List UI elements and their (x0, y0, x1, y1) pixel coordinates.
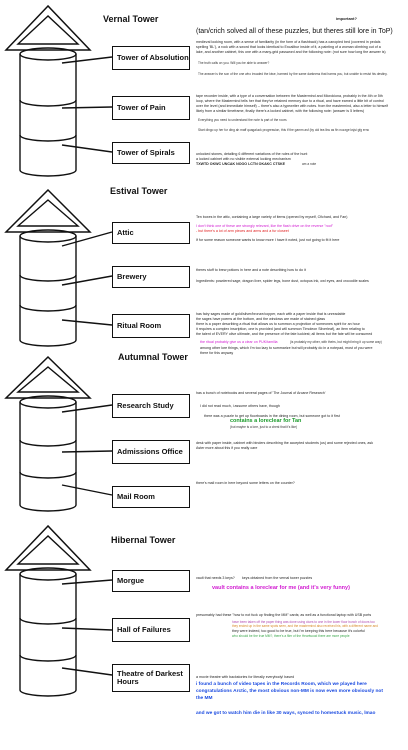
attic-red-note: - but there's a lot of arm pieces and ar… (196, 229, 289, 233)
attic-line-3: If for some reason someone wants to know… (196, 238, 340, 242)
failures-note-2: they were indeed, too good to be true, b… (232, 629, 365, 633)
room-label: Tower of Absolution (117, 52, 189, 62)
admissions-line-2: Aster more about this if you really care (196, 446, 258, 450)
ritual-line-5: the talent of EVERY olive ultimate, and … (196, 332, 373, 336)
room-admissions-office: Admissions Office (112, 440, 190, 464)
mail-note: there's mail room in here beyond some le… (196, 481, 295, 485)
research-note-3: there was a puzzle to get up floorboards… (204, 414, 340, 418)
pain-line-2: loop, where the Mastermind tells her tha… (196, 99, 384, 103)
room-ritual-room: Ritual Room (112, 314, 190, 338)
room-label: Hall of Failures (117, 624, 171, 634)
vernal-header-note: (tan/crich solved all of these puzzles, … (196, 28, 393, 35)
research-small-note: (but maybe is a lore, just to a chest th… (230, 425, 298, 429)
research-note-1: has a bunch of notebooks and several pag… (196, 391, 326, 395)
room-theatre-of-darkest-hours: Theatre of Darkest Hours (112, 664, 190, 692)
pain-line-1: tape recorder inside, with a type of a c… (196, 94, 383, 98)
room-label: Tower of Spirals (117, 147, 175, 157)
room-label: Mail Room (117, 491, 155, 501)
brewery-ingredients: Ingredients: powdered sage, dragon liver… (196, 279, 369, 283)
ritual-line-2: the sages have poems at the bottom, and … (196, 317, 326, 321)
morgue-note-1: vault that needs 3 keys? (196, 576, 235, 580)
absolution-line-2: spelling 'BL'), a rock with a sword that… (196, 45, 381, 49)
room-research-study: Research Study (112, 394, 190, 418)
room-label: Theatre of Darkest Hours (117, 668, 183, 686)
pain-line-3: over the level (and immediate himself) -… (196, 104, 389, 108)
attic-pink-note: I don't think one of these are strongly … (196, 224, 334, 228)
failures-faint-3: who should be the true MM?, there's a fl… (232, 634, 350, 638)
room-label: Admissions Office (117, 446, 183, 456)
pain-subnote-2: Start dingo up her fur ding ah maff quag… (198, 128, 370, 132)
pain-line-4: likely from a similar timeframe, finally… (196, 109, 365, 113)
room-label: Tower of Pain (117, 102, 166, 112)
research-lore-note: contains a loreclear for Tan (230, 418, 302, 424)
failures-faint-2: they ended up in the same spots seen, an… (232, 624, 378, 628)
important-note: important? (336, 16, 357, 21)
ritual-line-4: it requires a complex inscription, one i… (196, 327, 365, 331)
theatre-blue-4: and we got to watch him die in like 30 w… (196, 711, 376, 716)
autumnal-tower-shape (4, 355, 113, 512)
room-brewery: Brewery (112, 266, 190, 288)
spirals-cipher-note: am a note (302, 162, 317, 166)
ritual-line-6: among other lore things, which I'm too l… (200, 346, 373, 350)
ritual-line-3: there is a paper describing a ritual tha… (196, 322, 360, 326)
vernal-tower-title: Vernal Tower (103, 14, 159, 24)
morgue-lore-note: vault contains a loreclear for me (and i… (212, 585, 350, 591)
spirals-line-2: a locked cabinet with no visible externa… (196, 157, 291, 161)
theatre-blue-2: congratulations Arctic, the most obvious… (196, 689, 383, 694)
room-attic: Attic (112, 222, 190, 244)
brewery-note: theres stuff to brew potions in here and… (196, 268, 306, 272)
room-label: Ritual Room (117, 320, 162, 330)
ritual-pink-subnote: (is probably my other, with theirs, but … (290, 340, 382, 344)
room-tower-of-spirals: Tower of Spirals (112, 142, 190, 164)
admissions-line-1: desk with paper inside, cabinet with bin… (196, 441, 373, 445)
morgue-note-2: keys obtained from the vernal tower puzz… (242, 576, 313, 580)
estival-tower-title: Estival Tower (110, 186, 168, 196)
absolution-line-1: medieval looking room, with a sense of f… (196, 40, 381, 44)
room-hall-of-failures: Hall of Failures (112, 618, 190, 642)
room-label: Research Study (117, 400, 174, 410)
room-label: Attic (117, 227, 134, 237)
estival-tower-shape (4, 188, 113, 347)
attic-note: Ten boxes in the attic, containing a lar… (196, 215, 348, 219)
research-note-2: I did not read much, i assume others hav… (200, 404, 280, 408)
room-mail-room: Mail Room (112, 486, 190, 508)
room-tower-of-absolution: Tower of Absolution (112, 46, 190, 70)
ritual-line-7: there for this anyway (200, 351, 234, 355)
autumnal-tower-title: Autumnal Tower (118, 352, 188, 362)
failures-note: presumably had these "how to not fuck up… (196, 613, 372, 617)
spirals-line-1: unlocked stones, detailing 6 different v… (196, 152, 308, 156)
theatre-note: a movie theatre with backstories for lit… (196, 675, 295, 679)
failures-faint-1: have been taken off the paper thing was … (232, 620, 375, 624)
room-label: Brewery (117, 271, 147, 281)
pain-subnote-1: Everything you need to understand the no… (198, 118, 288, 122)
ritual-pink-note: the ritual probably give us a clear on P… (200, 340, 278, 344)
absolution-subnote-1: The truth calls on you. Will you be able… (198, 61, 270, 65)
absolution-subnote-2: The answer is the son of the one who inv… (198, 72, 388, 76)
vernal-tower-shape (4, 4, 113, 177)
absolution-line-3: lake, and another cabinet, this one with… (196, 50, 386, 54)
theatre-blue-3: the MM (196, 696, 213, 701)
theatre-blue-1: i found a bunch of video tapes in the Re… (196, 682, 367, 687)
hibernal-tower-shape (4, 524, 113, 697)
room-tower-of-pain: Tower of Pain (112, 96, 190, 120)
room-label: Morgue (117, 575, 145, 585)
hibernal-tower-title: Hibernal Tower (111, 535, 176, 545)
room-morgue: Morgue (112, 570, 190, 592)
ritual-line-1: has fairy sages made of gold/silver/bron… (196, 312, 346, 316)
spirals-cipher: TXWTD OKWC UNCAK NOOO LCTN OKAKC CTSKE (196, 162, 286, 166)
